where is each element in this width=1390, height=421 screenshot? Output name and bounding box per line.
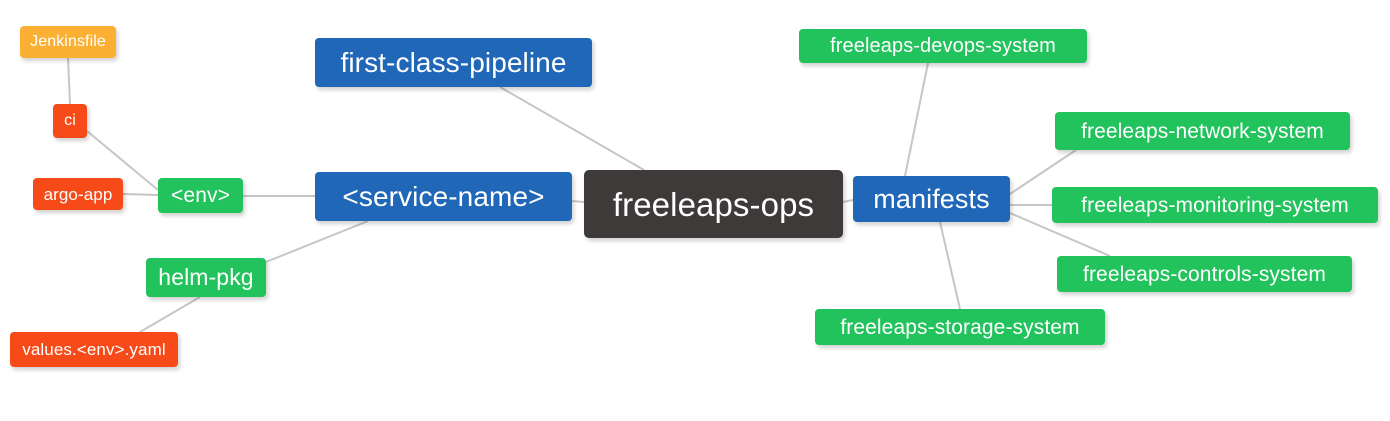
node-freeleaps-devops-system[interactable]: freeleaps-devops-system [799, 29, 1087, 63]
node-ci[interactable]: ci [53, 104, 87, 138]
node-freeleaps-monitoring-system[interactable]: freeleaps-monitoring-system [1052, 187, 1378, 223]
edge-manifests-to-freeleaps-storage-system [939, 221, 961, 310]
edge-values-env-yaml-to-helm-pkg [139, 296, 201, 333]
node-env[interactable]: <env> [158, 178, 243, 213]
node-freeleaps-ops[interactable]: freeleaps-ops [584, 170, 843, 238]
edge-first-class-pipeline-to-freeleaps-ops [499, 86, 645, 171]
node-freeleaps-storage-system[interactable]: freeleaps-storage-system [815, 309, 1105, 345]
edge-jenkinsfile-to-ci [67, 57, 71, 105]
node-freeleaps-controls-system[interactable]: freeleaps-controls-system [1057, 256, 1352, 292]
node-values-env-yaml[interactable]: values.<env>.yaml [10, 332, 178, 367]
edge-service-name-to-freeleaps-ops [571, 200, 585, 203]
edge-argo-app-to-env [122, 193, 159, 196]
node-service-name[interactable]: <service-name> [315, 172, 572, 221]
node-manifests[interactable]: manifests [853, 176, 1010, 222]
node-freeleaps-network-system[interactable]: freeleaps-network-system [1055, 112, 1350, 150]
node-jenkinsfile[interactable]: Jenkinsfile [20, 26, 116, 58]
edge-manifests-to-freeleaps-devops-system [904, 62, 929, 177]
node-first-class-pipeline[interactable]: first-class-pipeline [315, 38, 592, 87]
edge-helm-pkg-to-service-name [265, 220, 369, 263]
node-argo-app[interactable]: argo-app [33, 178, 123, 210]
edge-freeleaps-ops-to-manifests [842, 199, 854, 203]
node-helm-pkg[interactable]: helm-pkg [146, 258, 266, 297]
